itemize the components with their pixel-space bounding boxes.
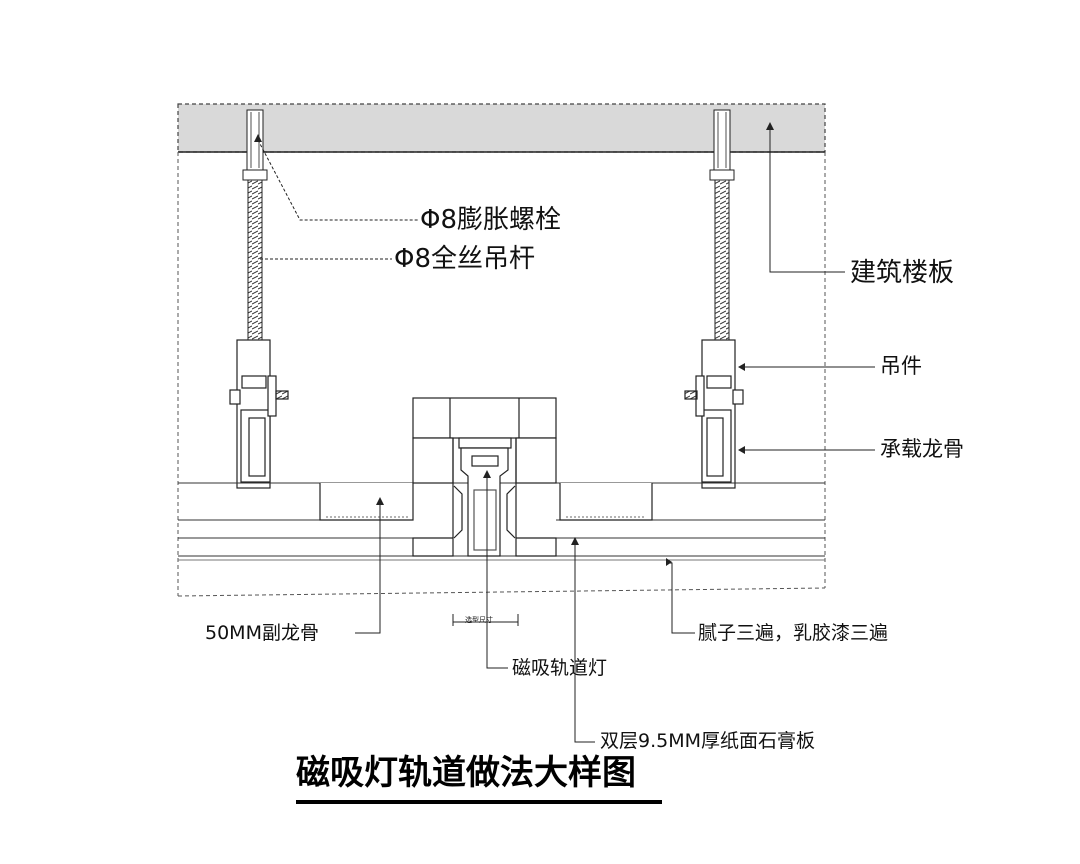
left-hanger-bracket xyxy=(229,339,289,489)
label-hanger: 吊件 xyxy=(880,354,922,378)
right-hanger-bracket xyxy=(684,339,744,489)
label-floor-slab: 建筑楼板 xyxy=(850,258,955,288)
label-main-keel: 承载龙骨 xyxy=(880,437,964,461)
label-expansion-bolt: Φ8膨胀螺栓 xyxy=(420,205,562,235)
detail-boundary xyxy=(177,152,826,597)
drawing-title: 磁吸灯轨道做法大样图 xyxy=(296,753,636,793)
label-finish: 腻子三遍，乳胶漆三遍 xyxy=(698,622,889,644)
ceiling-layers xyxy=(178,482,825,561)
label-dimension-note: 选型尺寸 xyxy=(465,616,493,624)
sub-keel-channels xyxy=(319,483,653,521)
title-underline xyxy=(296,800,662,804)
label-threaded-rod: Φ8全丝吊杆 xyxy=(394,244,536,274)
leader-arrows xyxy=(254,122,774,566)
track-light-profile xyxy=(412,397,557,557)
left-hanger-rod xyxy=(242,109,268,343)
leader-lines xyxy=(257,126,875,743)
label-track-light: 磁吸轨道灯 xyxy=(512,657,608,679)
label-gypsum-board: 双层9.5MM厚纸面石膏板 xyxy=(600,730,816,752)
label-sub-keel: 50MM副龙骨 xyxy=(205,622,319,644)
right-hanger-rod xyxy=(709,109,735,343)
